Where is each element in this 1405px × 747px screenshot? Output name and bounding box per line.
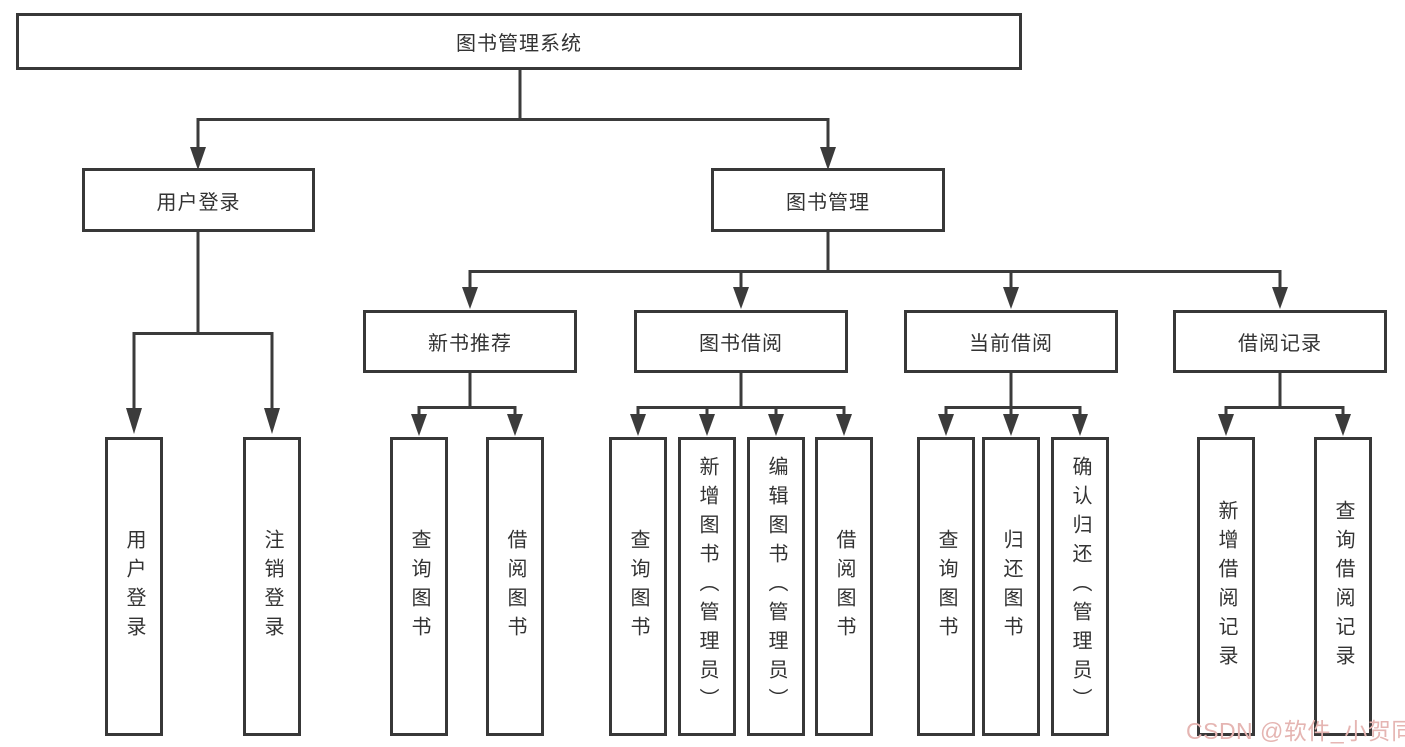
- connector-borrowing-records-to-leaves: [1218, 371, 1351, 436]
- leaf-user-login: 用户登录: [105, 437, 163, 736]
- leaf-borrow-books-recommend: 借阅图书: [486, 437, 544, 736]
- leaf-return-books: 归还图书: [982, 437, 1040, 736]
- connector-book-borrowing-to-leaves: [630, 371, 852, 436]
- leaf-confirm-return-admin: 确认归还（管理员）: [1051, 437, 1109, 736]
- leaf-search-books-borrowing: 查询图书: [609, 437, 667, 736]
- node-book-borrowing: 图书借阅: [634, 310, 848, 373]
- connector-root-to-level2: [190, 70, 836, 170]
- leaf-search-books-current: 查询图书: [917, 437, 975, 736]
- connector-new-book-recommendation-to-leaves: [411, 371, 523, 436]
- connector-book-management-to-level3: [462, 231, 1288, 309]
- node-root-library-management-system: 图书管理系统: [16, 13, 1022, 70]
- node-book-management: 图书管理: [711, 168, 945, 232]
- leaf-search-borrow-record: 查询借阅记录: [1314, 437, 1372, 736]
- leaf-logout: 注销登录: [243, 437, 301, 736]
- csdn-watermark: CSDN @软件_小贺同学: [1186, 718, 1405, 744]
- leaf-edit-books-admin: 编辑图书（管理员）: [747, 437, 805, 736]
- leaf-search-books-recommend: 查询图书: [390, 437, 448, 736]
- leaf-add-books-admin: 新增图书（管理员）: [678, 437, 736, 736]
- connector-current-borrowing-to-leaves: [938, 371, 1088, 436]
- node-borrowing-records: 借阅记录: [1173, 310, 1387, 373]
- leaf-add-borrow-record: 新增借阅记录: [1197, 437, 1255, 736]
- connector-user-login-to-leaves: [126, 231, 280, 434]
- node-new-book-recommendation: 新书推荐: [363, 310, 577, 373]
- node-current-borrowing: 当前借阅: [904, 310, 1118, 373]
- leaf-borrow-books: 借阅图书: [815, 437, 873, 736]
- node-user-login: 用户登录: [82, 168, 315, 232]
